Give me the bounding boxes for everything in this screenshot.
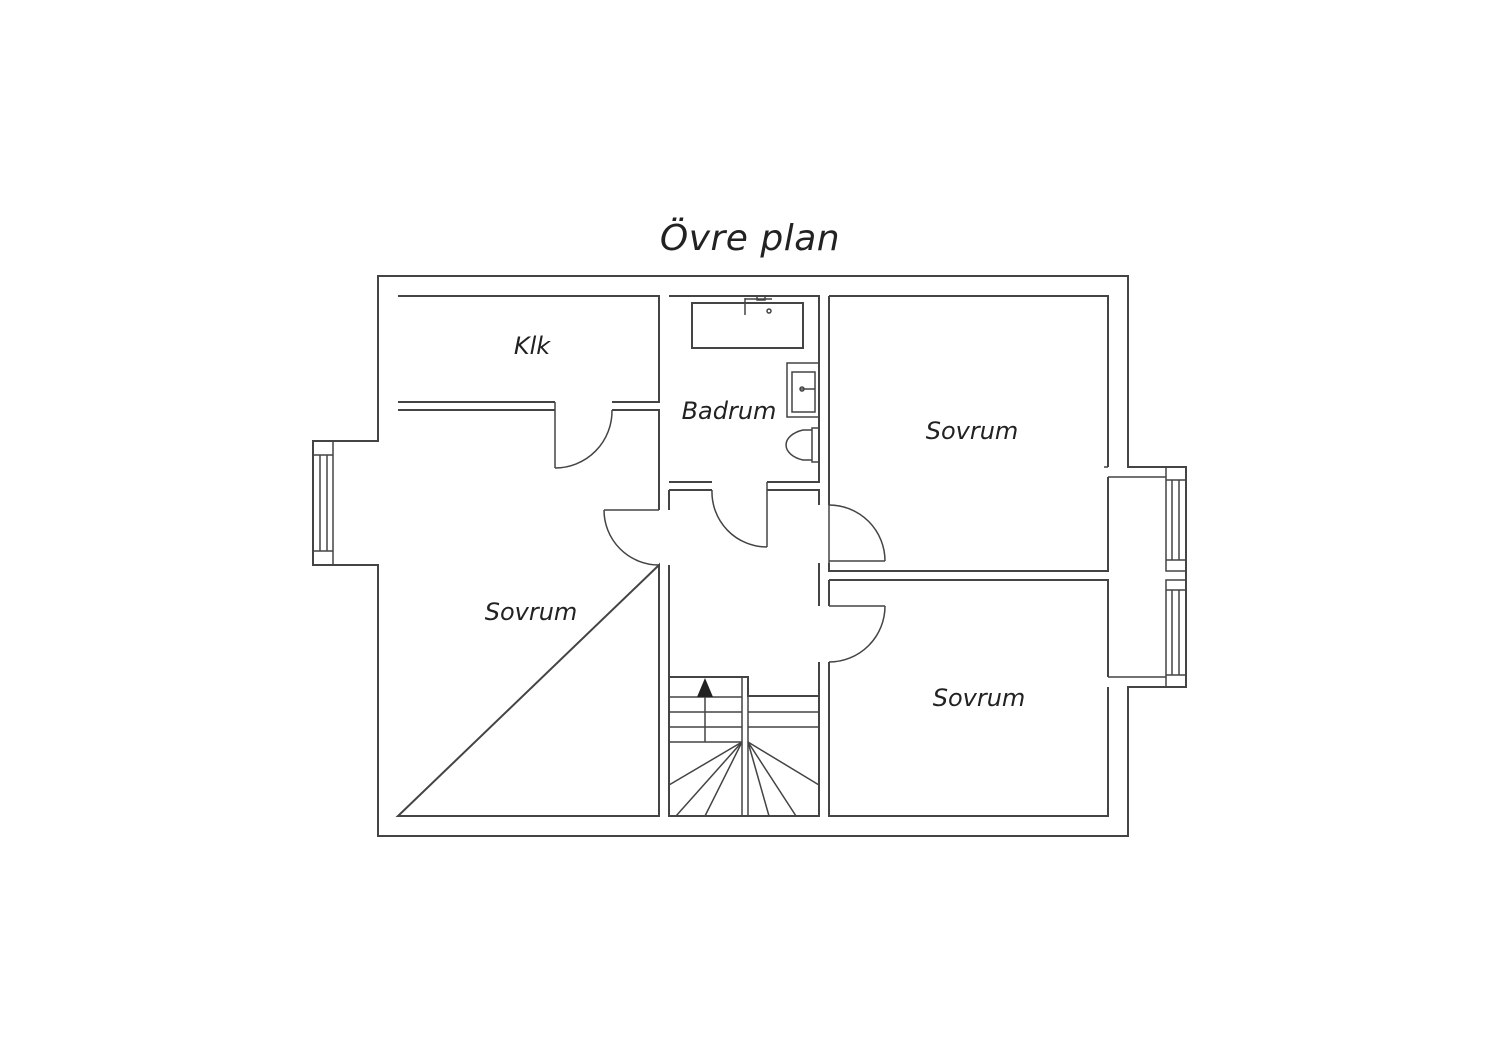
outer-wall xyxy=(312,275,1187,837)
door-klk xyxy=(554,402,613,469)
hallway-outline xyxy=(668,489,820,697)
door-badrum xyxy=(711,482,768,548)
room-klk-outline xyxy=(398,295,660,403)
room-sovrum-right-bottom-outline xyxy=(828,579,1109,817)
room-label-sovrum-right-top: Sovrum xyxy=(926,417,1019,445)
plan-title: Övre plan xyxy=(659,218,841,259)
room-sovrum-left-outline xyxy=(395,409,660,817)
door-sovrum-right-top xyxy=(828,504,886,563)
window-left xyxy=(312,440,334,566)
room-label-sovrum-left: Sovrum xyxy=(485,598,578,626)
room-label-klk: Klk xyxy=(514,332,551,360)
toilet xyxy=(785,427,820,463)
room-sovrum-right-top-outline xyxy=(828,295,1109,572)
room-label-badrum: Badrum xyxy=(682,397,777,425)
window-right-bottom xyxy=(1165,579,1187,688)
stair-arrow-icon xyxy=(697,678,713,697)
window-right-top xyxy=(1165,466,1187,572)
door-sovrum-right-bottom xyxy=(828,605,886,663)
sink xyxy=(786,362,820,418)
staircase xyxy=(668,677,820,817)
door-sovrum-left xyxy=(603,509,660,566)
bathtub xyxy=(691,295,804,349)
room-label-sovrum-right-bottom: Sovrum xyxy=(933,684,1026,712)
